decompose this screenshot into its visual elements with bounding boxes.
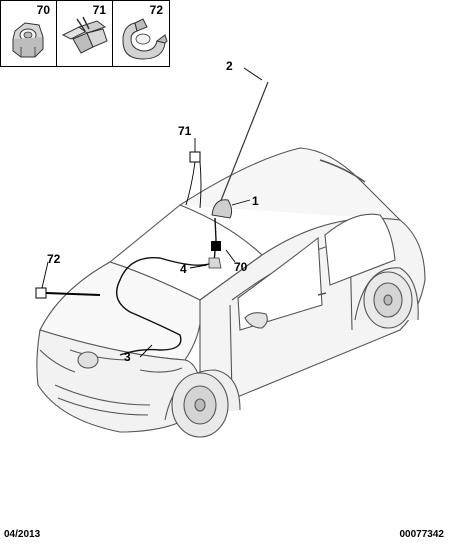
legend-number: 72 [149, 3, 163, 17]
legend-number: 70 [36, 3, 50, 17]
cable-clip-icon [61, 16, 108, 54]
hex-nut-icon [12, 22, 44, 58]
legend-cell-72: 72 [113, 1, 169, 66]
part-71-marker [189, 151, 201, 163]
part-72-marker [35, 287, 47, 299]
callout-72: 72 [47, 252, 61, 266]
legend-number: 71 [92, 3, 106, 17]
leader-lines [41, 67, 263, 358]
antenna-base [211, 199, 233, 219]
callout-71: 71 [178, 124, 192, 138]
legend-cell-71: 71 [57, 1, 113, 66]
mounting-clamp-icon [122, 18, 168, 60]
callout-4: 4 [180, 262, 187, 276]
legend-cell-70: 70 [1, 1, 57, 66]
footer-reference: 00077342 [399, 529, 445, 540]
footer-date: 04/2013 [4, 529, 41, 540]
car-body [36, 147, 426, 438]
parts-legend: 70 71 72 [0, 0, 170, 67]
callout-3: 3 [124, 350, 131, 364]
callout-70: 70 [234, 260, 248, 274]
antenna-mast [217, 81, 269, 209]
callout-1: 1 [252, 194, 259, 208]
antenna-cable [116, 217, 217, 356]
part-70-marker [211, 241, 221, 251]
callout-2: 2 [226, 59, 233, 73]
nut-part-4 [208, 257, 222, 269]
